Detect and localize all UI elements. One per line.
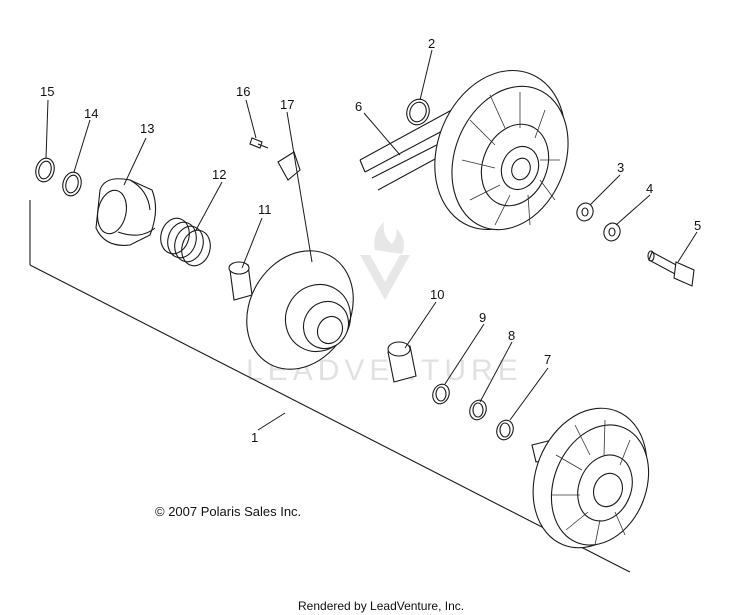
part-4-washer <box>603 222 621 242</box>
assembly-frame <box>29 200 631 573</box>
callout-3: 3 <box>617 160 624 175</box>
callout-1: 1 <box>251 430 258 445</box>
callout-5: 5 <box>694 218 701 233</box>
part-17-weight <box>277 151 301 181</box>
callout-12: 12 <box>212 167 226 182</box>
callout-labels: 1 2 3 4 5 6 7 8 9 10 11 12 13 14 15 16 1… <box>40 36 701 445</box>
callout-13: 13 <box>140 121 154 136</box>
copyright-notice: © 2007 Polaris Sales Inc. <box>155 504 301 519</box>
upper-clutch-assembly <box>434 69 569 231</box>
callout-16: 16 <box>236 84 250 99</box>
callout-6: 6 <box>355 99 362 114</box>
part-9-washer <box>432 383 450 405</box>
part-3-washer <box>576 202 594 222</box>
part-10-bushing <box>387 341 417 383</box>
callout-4: 4 <box>646 181 653 196</box>
part-12-spring <box>160 217 211 267</box>
callout-14: 14 <box>84 106 98 121</box>
part-5-bolt <box>647 250 695 287</box>
callout-10: 10 <box>430 287 444 302</box>
part-16-screw <box>249 137 269 149</box>
part-8-washer <box>469 399 487 421</box>
part-11-bushing <box>228 261 253 301</box>
part-7-washer <box>496 419 514 441</box>
leader-lines <box>45 49 698 431</box>
callout-17: 17 <box>280 97 294 112</box>
callout-2: 2 <box>428 36 435 51</box>
part-15-snap-ring <box>35 157 55 183</box>
watermark-logo <box>360 222 410 300</box>
callout-11: 11 <box>258 202 272 217</box>
fixed-sheave-assembly <box>531 407 650 549</box>
render-credit: Rendered by LeadVenture, Inc. <box>298 599 464 613</box>
callout-8: 8 <box>508 328 515 343</box>
callout-7: 7 <box>544 352 551 367</box>
callout-9: 9 <box>479 310 486 325</box>
part-2-ring <box>406 98 430 126</box>
part-2-ring-inner <box>409 101 427 123</box>
part-13-cover <box>95 178 157 246</box>
moveable-sheave <box>246 250 354 370</box>
part-14-ring <box>62 171 82 197</box>
callout-15: 15 <box>40 84 54 99</box>
